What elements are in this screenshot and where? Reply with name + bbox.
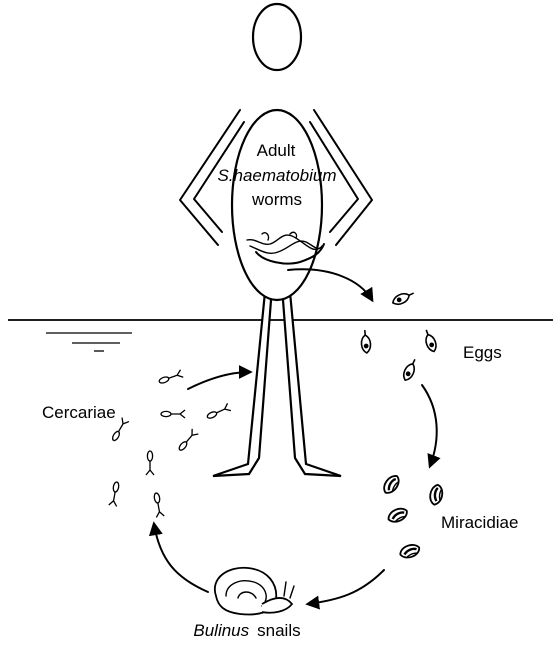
egg-icon	[360, 330, 371, 354]
miracidiae-label: Miracidiae	[441, 513, 518, 532]
cercaria-icon	[146, 451, 154, 475]
eggs-group	[360, 289, 438, 382]
cercaria-icon	[177, 429, 199, 453]
miracidium-icon	[428, 484, 445, 506]
snail-label: Bulinus snails	[193, 621, 300, 640]
cercariae-label: Cercariae	[42, 403, 116, 422]
snail-genus: Bulinus	[193, 621, 249, 640]
miracidium-icon	[386, 506, 409, 524]
cercaria-icon	[109, 481, 121, 506]
cercaria-icon	[158, 370, 183, 386]
miracidium-icon	[399, 543, 421, 560]
cercaria-icon	[161, 410, 185, 418]
adult-label-line2: S.haematobium	[217, 166, 336, 185]
snail-icon	[215, 568, 294, 615]
cycle-arrow-icon	[422, 385, 437, 466]
cycle-arrow-icon	[188, 372, 250, 389]
human-figure-icon	[180, 4, 372, 476]
cercaria-icon	[206, 403, 231, 420]
cycle-arrow-icon	[154, 524, 208, 592]
egg-icon	[401, 357, 419, 382]
egg-icon	[422, 328, 438, 353]
cercaria-icon	[152, 492, 164, 517]
egg-icon	[391, 289, 416, 307]
miracidiae-group	[380, 473, 444, 559]
snail-word: snails	[257, 621, 300, 640]
adult-label-line1: Adult	[257, 141, 296, 160]
adult-label-line3: worms	[251, 190, 302, 209]
cycle-arrow-icon	[308, 570, 384, 604]
cercariae-group	[109, 370, 231, 518]
miracidium-icon	[380, 473, 402, 496]
eggs-label: Eggs	[463, 343, 502, 362]
